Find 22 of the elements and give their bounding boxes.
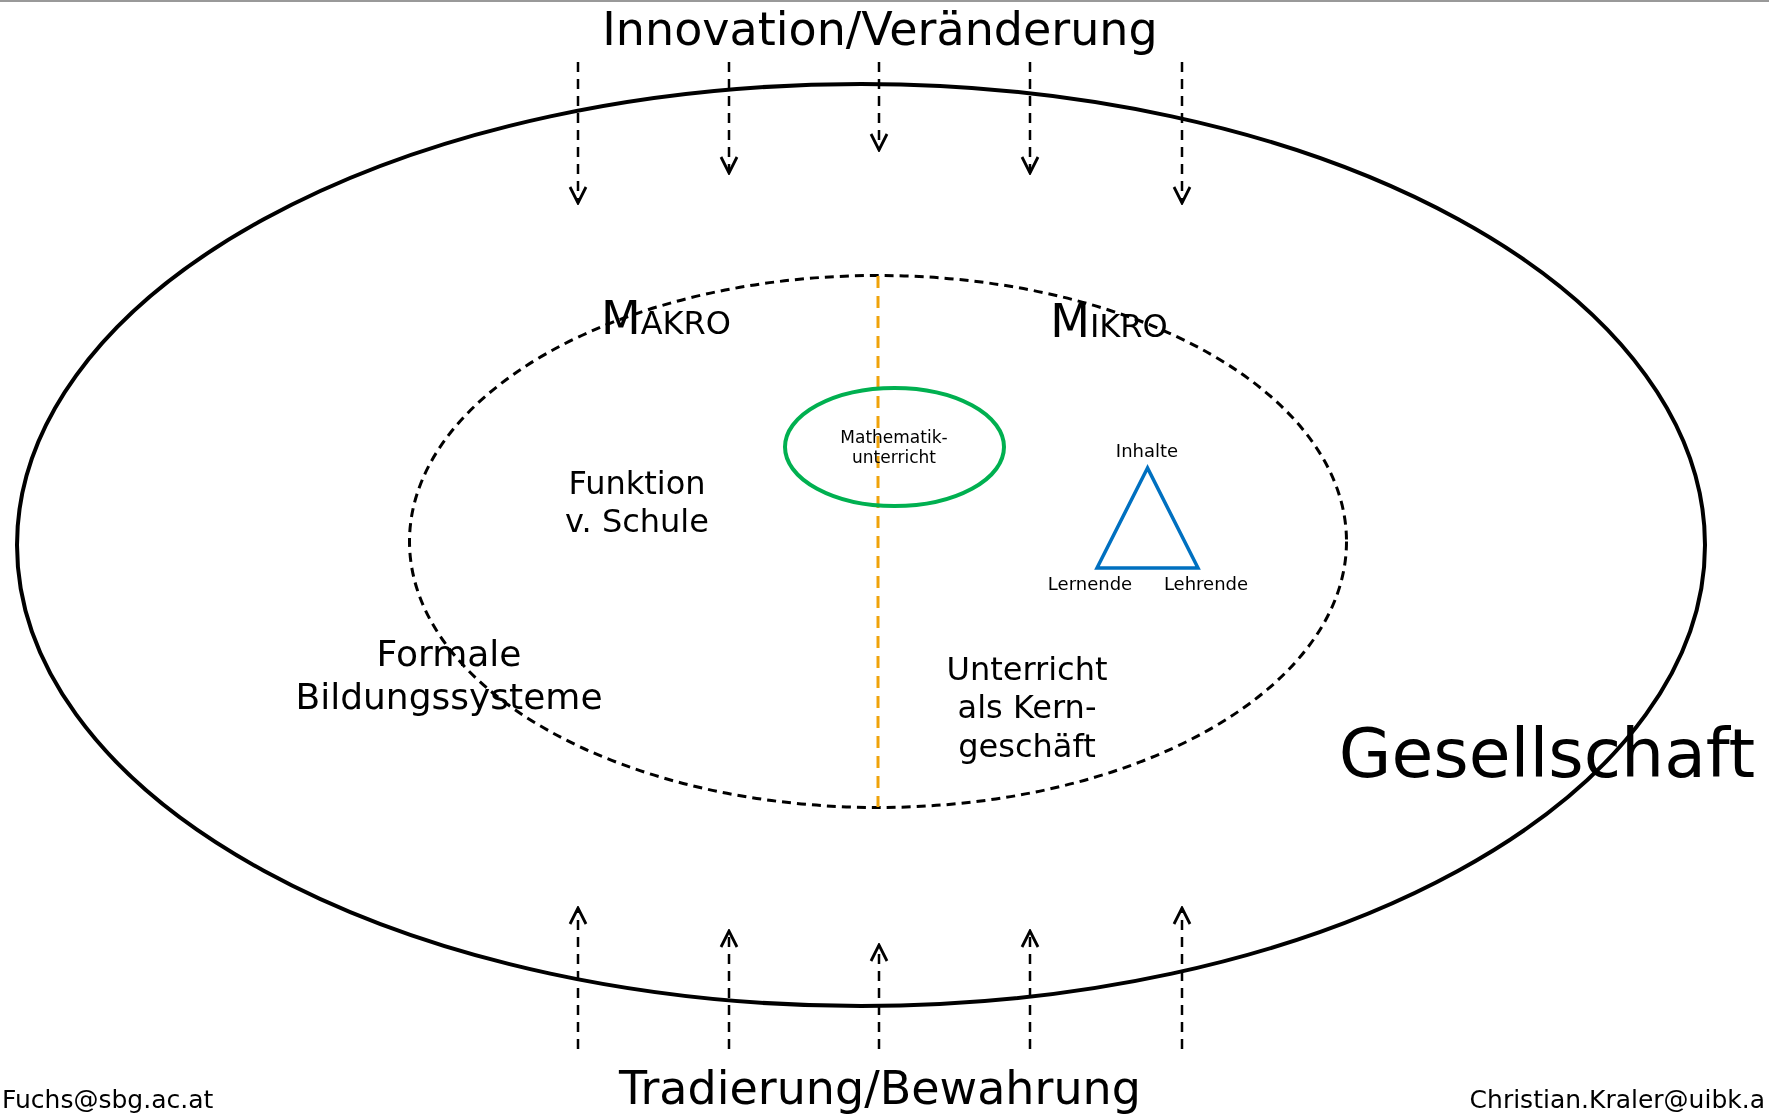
node-text: Unterricht als Kern-geschäft [945, 650, 1109, 766]
dashed-arrow [1172, 62, 1192, 205]
dashed-arrow [719, 929, 739, 1049]
dashed-arrow [869, 62, 889, 152]
dashed-arrow [1020, 62, 1040, 175]
node-text: Mathematik-unterricht [839, 426, 949, 468]
email-text: Fuchs@sbg.ac.at [2, 1085, 214, 1115]
heading-text: Tradierung/Bewahrung [619, 1061, 1141, 1117]
system-label: Formale Bildungssysteme [294, 631, 604, 719]
vertex-label: Lernende [1047, 573, 1133, 595]
email-text: Christian.Kraler@uibk.a [1469, 1085, 1765, 1115]
vertex-label: Inhalte [1115, 440, 1179, 462]
dashed-arrow [568, 906, 588, 1049]
dashed-arrow [568, 62, 588, 205]
dashed-arrow [1172, 906, 1192, 1049]
vertex-label: Lehrende [1163, 573, 1249, 595]
topic-ellipse [783, 386, 1006, 508]
dashed-arrow [869, 943, 889, 1049]
level-heading: Makro [601, 291, 731, 347]
node-text: Funktion v. Schule [564, 463, 710, 541]
dashed-arrow [1020, 929, 1040, 1049]
heading-text: Innovation/Veränderung [602, 2, 1158, 58]
